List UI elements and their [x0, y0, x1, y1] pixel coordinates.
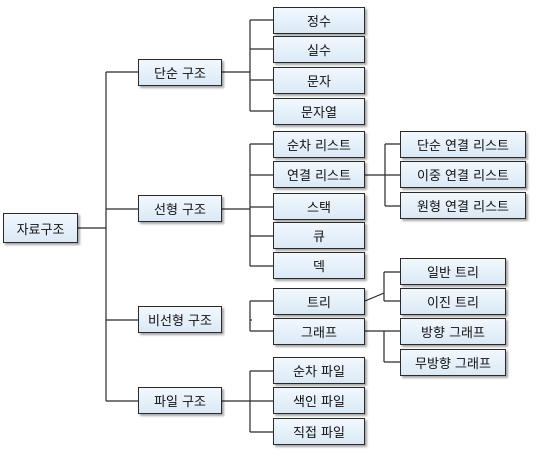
node-nonlinear-structure: 비선형 구조	[138, 306, 222, 333]
node-simple-structure: 단순 구조	[138, 59, 222, 86]
node-direct-file: 직접 파일	[273, 418, 365, 445]
node-queue: 큐	[273, 222, 365, 249]
node-sequential-file: 순차 파일	[273, 357, 365, 384]
node-undirected-graph: 무방향 그래프	[400, 349, 506, 376]
node-integer: 정수	[273, 7, 365, 34]
connector-root	[78, 71, 138, 402]
node-root: 자료구조	[3, 213, 78, 243]
node-doubly-linked-list: 이중 연결 리스트	[400, 161, 526, 188]
node-linear-structure: 선형 구조	[138, 195, 222, 222]
connector-file	[222, 370, 273, 433]
node-deque: 덱	[273, 252, 365, 279]
node-general-tree: 일반 트리	[400, 258, 506, 285]
node-stack: 스택	[273, 193, 365, 220]
node-linked-list: 연결 리스트	[273, 161, 365, 188]
node-tree: 트리	[273, 288, 365, 315]
node-graph: 그래프	[273, 318, 365, 345]
connector-linear	[222, 143, 273, 267]
connector-nonlinear	[249, 300, 273, 332]
node-char: 문자	[273, 67, 365, 94]
node-file-structure: 파일 구조	[138, 387, 222, 414]
node-string: 문자열	[273, 98, 365, 125]
node-sequential-list: 순차 리스트	[273, 131, 365, 158]
connector-graph	[365, 330, 400, 363]
node-binary-tree: 이진 트리	[400, 288, 506, 315]
node-directed-graph: 방향 그래프	[400, 318, 506, 345]
connector-linked-list	[365, 143, 400, 207]
node-singly-linked-list: 단순 연결 리스트	[400, 131, 526, 158]
node-circular-linked-list: 원형 연결 리스트	[400, 192, 526, 219]
connector-tree	[364, 271, 400, 302]
node-real: 실수	[273, 36, 365, 63]
connector-simple	[222, 19, 273, 112]
node-indexed-file: 색인 파일	[273, 387, 365, 414]
